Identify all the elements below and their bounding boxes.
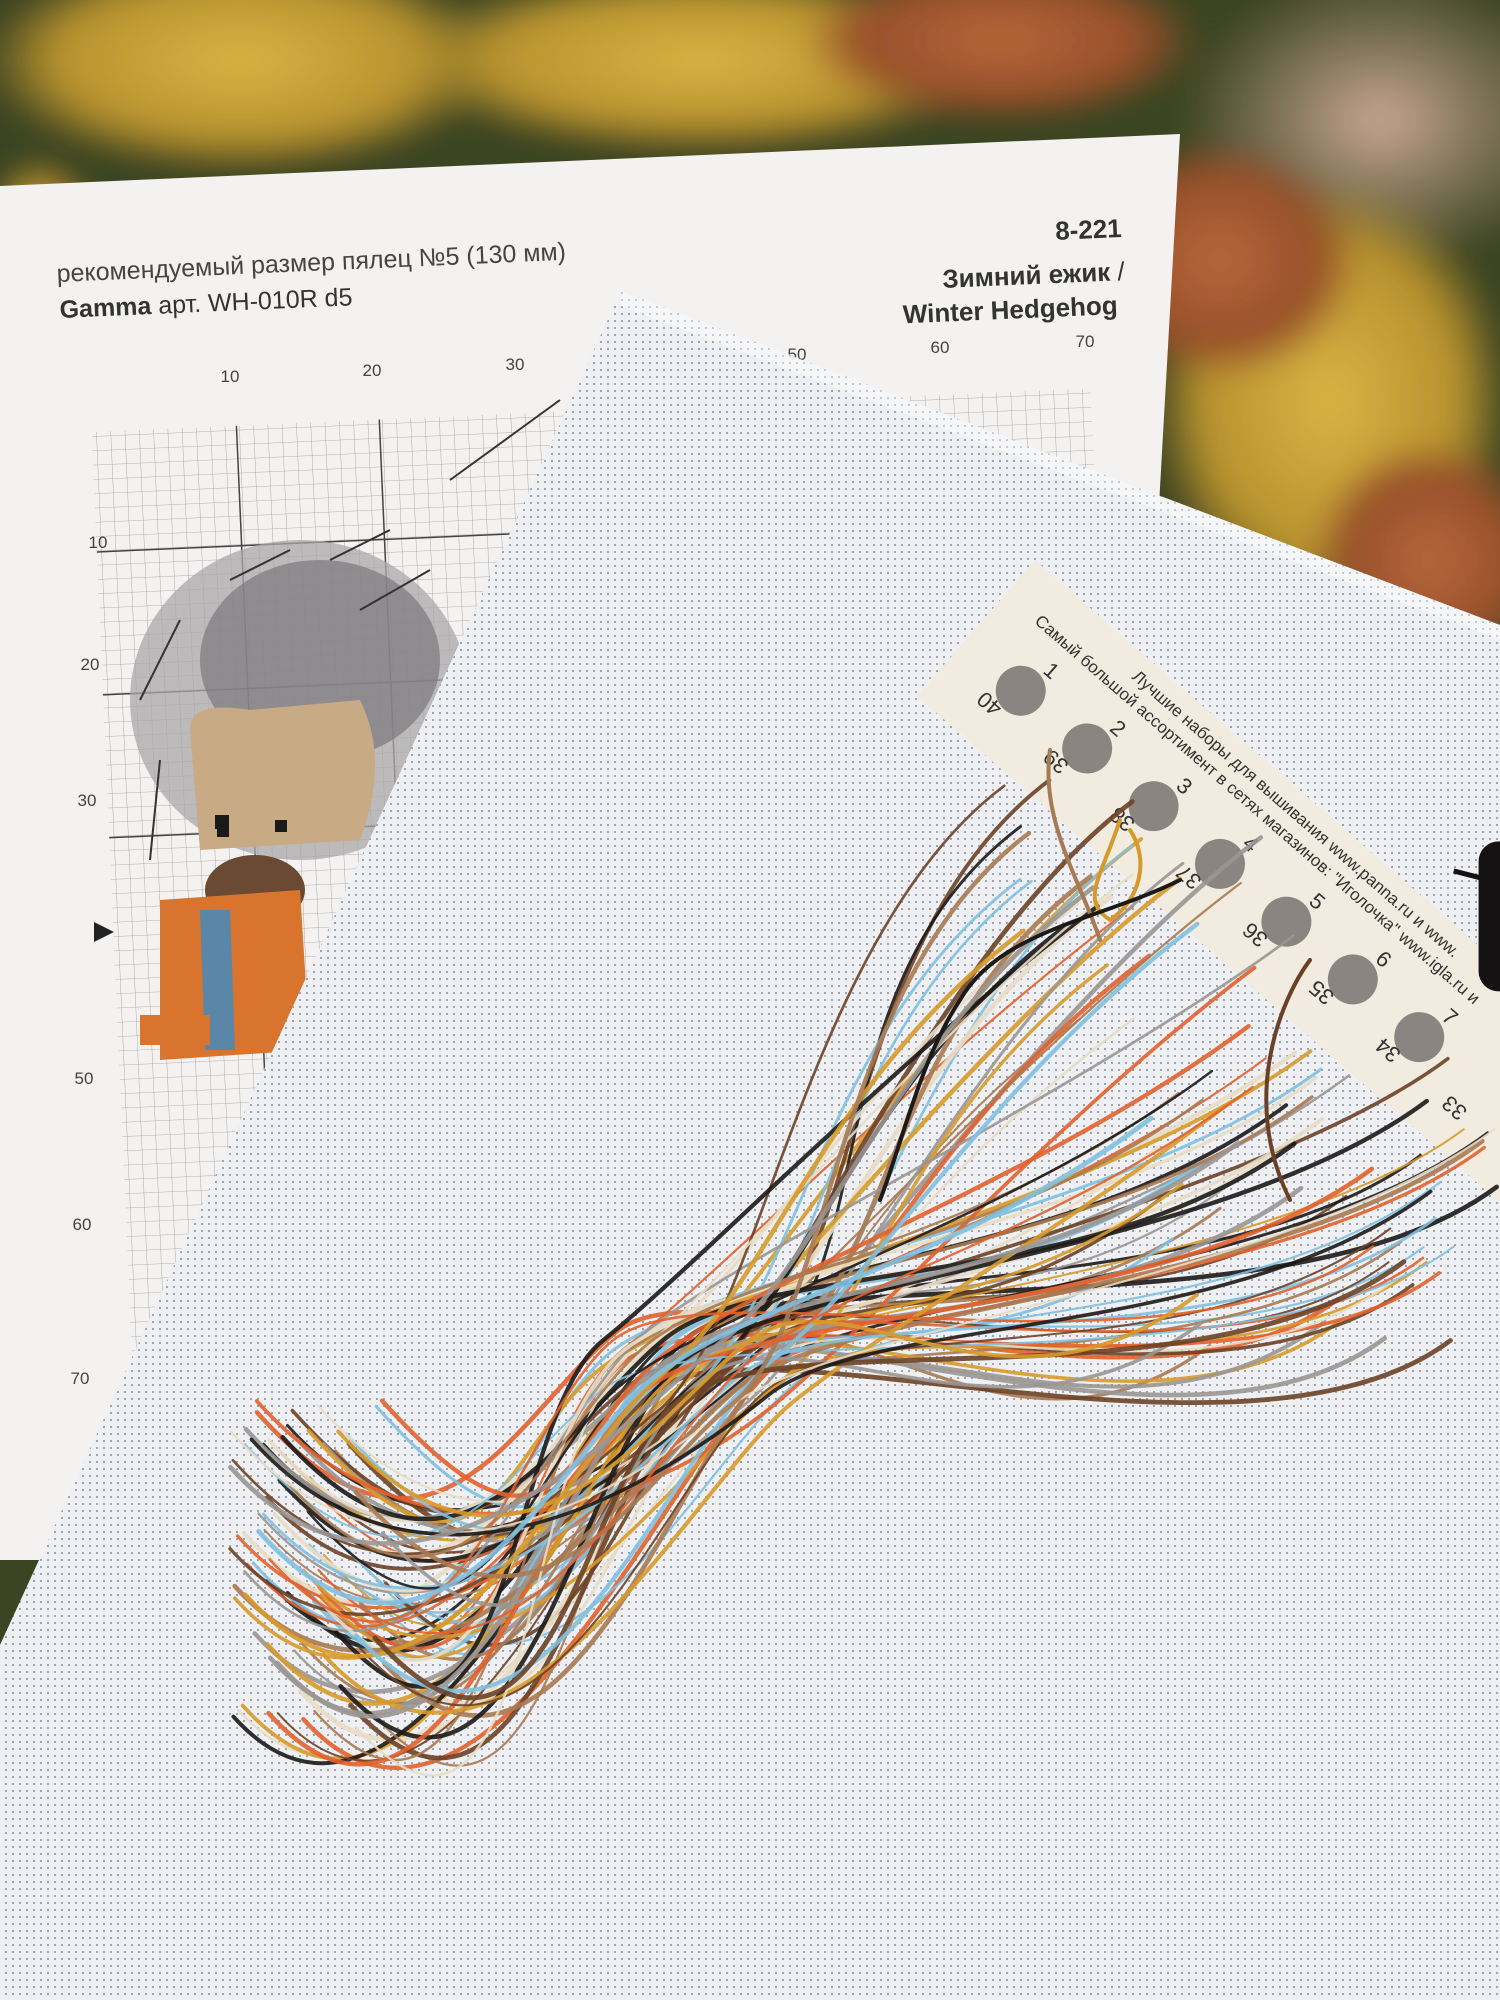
thread-hole: [1394, 1012, 1445, 1063]
floss-strand: [228, 1197, 1162, 1616]
floss-loop: [878, 878, 1182, 1202]
floss-strand: [243, 934, 1295, 1633]
floss-strand: [265, 876, 1183, 1706]
hedgehog-motif: [130, 399, 561, 1060]
left-tick-label: 10: [89, 533, 108, 552]
brand-article: Gamma арт. WH-010R d5: [59, 283, 353, 324]
floss-strand: [256, 1115, 1154, 1606]
floss-strand: [348, 799, 1135, 1761]
thread-hole: [1062, 723, 1113, 774]
left-tick-label: 60: [73, 1215, 92, 1234]
top-tick-label: 60: [931, 338, 950, 357]
title-ru: Зимний ежик /: [942, 256, 1126, 294]
top-tick-label: 10: [221, 367, 240, 386]
floss-strand: [379, 1023, 1251, 1498]
embroidery-floss-bundle: [228, 748, 1500, 1777]
left-tick-label: 20: [81, 655, 100, 674]
floss-strand: [383, 1282, 1415, 1647]
arrow-right-icon: [94, 922, 114, 942]
top-tick-label: 20: [363, 361, 382, 380]
brand-name: Gamma: [59, 292, 153, 324]
floss-strand: [320, 1182, 1184, 1660]
top-tick-label: 30: [506, 355, 525, 374]
thread-hole: [1194, 838, 1245, 889]
floss-strand: [280, 1141, 1297, 1522]
floss-strand: [372, 1259, 1407, 1701]
thread-hole: [1128, 781, 1179, 832]
floss-strand: [353, 830, 1032, 1579]
floss-strand: [274, 1141, 1240, 1719]
title-ru-text: Зимний ежик: [942, 257, 1112, 294]
left-tick-label: 70: [71, 1369, 90, 1388]
thread-hole: [1261, 896, 1312, 947]
floss-loop: [1264, 958, 1312, 1202]
floss-strand: [380, 1321, 1204, 1607]
title-slash: /: [1117, 256, 1126, 286]
pattern-code: 8-221: [1055, 213, 1123, 246]
thread-hole: [995, 665, 1046, 716]
floss-loop: [1092, 818, 1143, 923]
thread-hole: [1327, 954, 1378, 1005]
floss-strand: [268, 1245, 1375, 1623]
floss-strand: [317, 1085, 1254, 1635]
left-tick-label: 30: [78, 791, 97, 810]
floss-loop: [1046, 748, 1102, 942]
left-tick-labels: 10 20 30 50 60 70: [71, 533, 108, 1388]
top-tick-label: 70: [1076, 332, 1095, 351]
left-tick-label: 50: [75, 1069, 94, 1088]
floss-strand: [338, 1098, 1429, 1740]
floss-strand: [286, 1098, 1204, 1559]
black-thread-bobbin: [1453, 841, 1500, 992]
